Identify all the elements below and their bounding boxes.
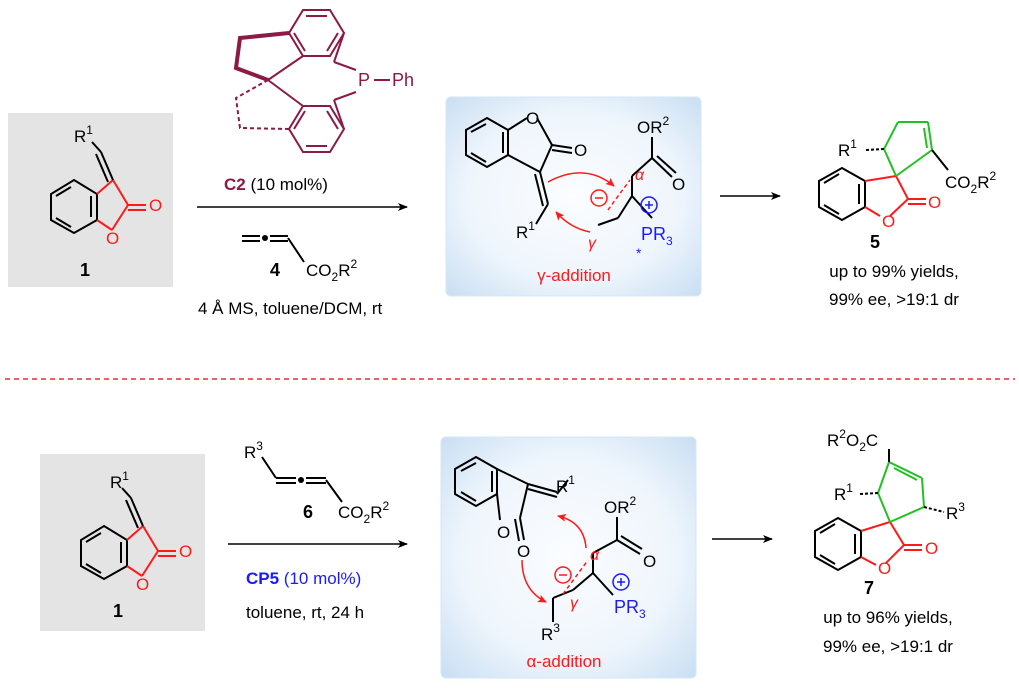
cation-charge-icon bbox=[612, 573, 630, 591]
int-ester-oxygen: O bbox=[643, 552, 656, 571]
int-or2: OR2 bbox=[604, 494, 637, 517]
int-chiral-star: * bbox=[636, 245, 642, 261]
result-top-yield: up to 99% yields, bbox=[829, 262, 958, 281]
int-r1: R1 bbox=[516, 219, 535, 242]
conditions-bottom: toluene, rt, 24 h bbox=[246, 603, 364, 622]
prod7-carbonyl-oxygen: O bbox=[925, 539, 938, 558]
result-top-ee: 99% ee, >19:1 dr bbox=[829, 290, 959, 309]
substrate-box bbox=[40, 454, 205, 631]
int-ring-oxygen: O bbox=[526, 109, 539, 128]
allenoate-6: R3 6 CO2R2 bbox=[244, 439, 389, 526]
catalyst-phosphorus: P bbox=[358, 70, 370, 90]
int-ester-oxygen: O bbox=[672, 175, 685, 194]
int-alpha-label: α bbox=[590, 547, 600, 564]
allenoate-ester: CO2R2 bbox=[338, 499, 389, 526]
int-gamma-label: γ bbox=[588, 235, 597, 252]
int-ring-oxygen: O bbox=[497, 523, 510, 542]
substrate-1-bottom: R1 O O 1 bbox=[40, 454, 205, 631]
catalyst-phenyl: Ph bbox=[392, 70, 414, 90]
compound-number-4: 4 bbox=[270, 260, 280, 280]
prod5-r1: R1 bbox=[838, 137, 857, 160]
cation-charge-icon bbox=[640, 196, 658, 214]
int-r3: R3 bbox=[541, 621, 560, 644]
ring-oxygen: O bbox=[106, 229, 119, 248]
anion-charge-icon bbox=[554, 566, 572, 584]
result-bottom-ee: 99% ee, >19:1 dr bbox=[823, 637, 953, 656]
intermediate-box bbox=[440, 436, 697, 679]
catalyst-c2-label: C2 (10 mol%) bbox=[224, 175, 328, 194]
allenoate-4: 4 CO2R2 bbox=[242, 235, 357, 284]
product-5: O O R1 CO2R2 5 up to 99% yields, 99% ee,… bbox=[818, 121, 996, 309]
allenoate-r3: R3 bbox=[244, 439, 263, 462]
int-pr3: PR3 bbox=[641, 224, 673, 248]
prod5-ester: CO2R2 bbox=[945, 169, 996, 196]
curved-arrow-alpha bbox=[557, 513, 587, 549]
curved-arrow-ring bbox=[521, 559, 547, 603]
prod5-ring-oxygen: O bbox=[882, 212, 895, 231]
ring-oxygen: O bbox=[136, 575, 149, 594]
gamma-addition-caption: γ-addition bbox=[537, 266, 611, 285]
prod7-r1: R1 bbox=[834, 481, 853, 504]
curved-arrow-gamma bbox=[547, 172, 615, 187]
compound-number-1: 1 bbox=[113, 601, 123, 621]
int-pr3: PR3 bbox=[614, 597, 646, 621]
alpha-addition-caption: α-addition bbox=[526, 652, 601, 671]
int-or2: OR2 bbox=[637, 114, 670, 137]
intermediate-alpha: O O R1 OR2 O α γ PR3 R3 α-addition bbox=[440, 436, 697, 679]
product-7: O O R2O2C R1 R3 7 up to 96% yields, 99% … bbox=[814, 427, 965, 656]
result-bottom-yield: up to 96% yields, bbox=[823, 608, 952, 627]
carbonyl-oxygen: O bbox=[149, 196, 162, 215]
conditions-top: 4 Å MS, toluene/DCM, rt bbox=[198, 299, 383, 318]
carbonyl-oxygen: O bbox=[179, 542, 192, 561]
substrate-1-top: R1 O O 1 bbox=[8, 113, 173, 287]
compound-number-5: 5 bbox=[870, 232, 880, 252]
catalyst-c2-structure: P Ph bbox=[233, 9, 414, 153]
compound-number-6: 6 bbox=[303, 502, 313, 522]
int-alpha-label: α bbox=[635, 167, 645, 184]
compound-number-1: 1 bbox=[80, 260, 90, 280]
intermediate-gamma: O O R1 OR2 O α γ PR3 * γ-addition bbox=[445, 96, 702, 297]
int-carbonyl-oxygen: O bbox=[517, 542, 530, 561]
int-carbonyl-oxygen: O bbox=[574, 141, 587, 160]
allenoate-ester: CO2R2 bbox=[306, 257, 357, 284]
prod7-ester: R2O2C bbox=[827, 427, 878, 454]
curved-arrow-ring bbox=[555, 211, 591, 233]
intermediate-box bbox=[445, 96, 702, 297]
prod7-r3: R3 bbox=[946, 500, 965, 523]
int-r1: R1 bbox=[556, 473, 575, 496]
anion-charge-icon bbox=[590, 189, 608, 207]
catalyst-cp5-label: CP5 (10 mol%) bbox=[246, 569, 361, 588]
substrate-r1: R1 bbox=[110, 469, 129, 492]
prod7-ring-oxygen: O bbox=[878, 559, 891, 578]
compound-number-7: 7 bbox=[864, 578, 874, 598]
int-gamma-label: γ bbox=[570, 595, 579, 612]
substrate-r1: R1 bbox=[74, 123, 93, 146]
prod5-carbonyl-oxygen: O bbox=[928, 193, 941, 212]
